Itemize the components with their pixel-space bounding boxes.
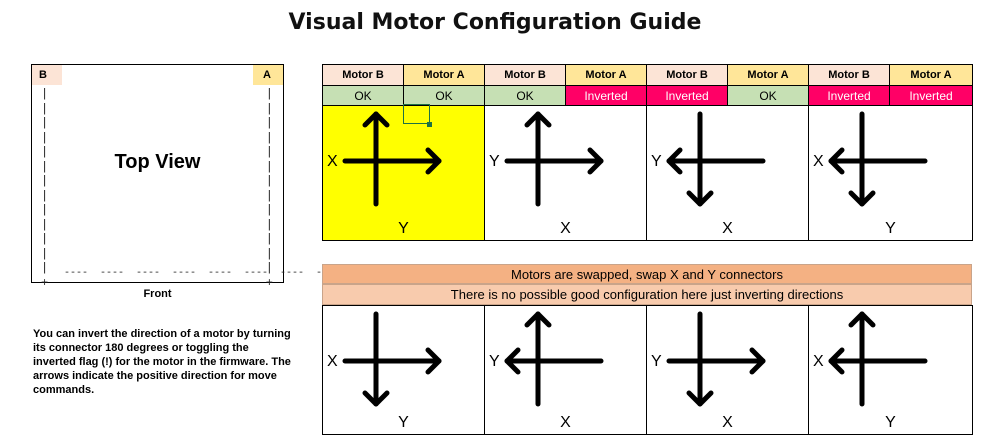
- direction-arrows-icon: [666, 311, 766, 407]
- top-config-grid: Motor B Motor A Motor B Motor A Motor B …: [322, 64, 973, 241]
- cell-selection: [403, 104, 430, 124]
- config-cell[interactable]: Y X: [484, 105, 647, 241]
- side-axis-label: X: [327, 153, 338, 170]
- arrow-up-icon: [524, 311, 552, 328]
- config-cell[interactable]: Y X: [646, 105, 809, 241]
- bottom-axis-label: X: [722, 414, 733, 431]
- page-title: Visual Motor Configuration Guide: [288, 10, 702, 35]
- side-axis-label: Y: [489, 353, 500, 370]
- left-edge-marks: | | | | | | | | | | | | | +: [41, 87, 49, 290]
- side-axis-label: X: [813, 153, 824, 170]
- swapped-banner: Motors are swapped, swap X and Y connect…: [322, 264, 972, 284]
- right-edge-marks: | | | | | | | | | | | | | +: [265, 87, 273, 290]
- motor-a-corner-label: A: [253, 65, 283, 85]
- arrow-left-icon: [666, 147, 683, 175]
- selection-fill-handle[interactable]: [427, 122, 432, 127]
- arrow-left-icon: [504, 347, 521, 375]
- config-cell[interactable]: X Y: [808, 105, 973, 241]
- arrow-right-icon: [425, 147, 442, 175]
- arrow-right-icon: [425, 347, 442, 375]
- arrow-down-icon: [686, 190, 714, 207]
- arrow-row: X Y Y X Y X X Y: [322, 305, 973, 435]
- motor-b-header: Motor B: [322, 64, 404, 86]
- bottom-config-grid: X Y Y X Y X X Y: [322, 305, 973, 435]
- motor-status-row: OK OK OK Inverted Inverted OK Inverted I…: [322, 85, 973, 106]
- motor-a-header: Motor A: [565, 64, 647, 86]
- status-badge: OK: [484, 85, 566, 106]
- status-badge: OK: [403, 85, 485, 106]
- config-cell[interactable]: Y X: [646, 305, 809, 435]
- direction-arrows-icon: [504, 311, 604, 407]
- config-cell[interactable]: X Y: [322, 105, 485, 241]
- top-view-label: Top View: [114, 151, 201, 173]
- arrow-down-icon: [848, 190, 876, 207]
- direction-arrows-icon: [342, 311, 442, 407]
- direction-arrows-icon: [828, 111, 928, 207]
- top-view-diagram: B A | | | | | | | | | | | | | + | | | | …: [31, 64, 376, 290]
- side-axis-label: Y: [489, 153, 500, 170]
- motor-b-header: Motor B: [646, 64, 728, 86]
- bottom-axis-label: X: [560, 220, 571, 237]
- side-axis-label: X: [813, 353, 824, 370]
- config-cell[interactable]: Y X: [484, 305, 647, 435]
- arrow-row: X Y Y X Y X X Y: [322, 105, 973, 241]
- status-badge: OK: [727, 85, 809, 106]
- direction-arrows-icon: [504, 111, 604, 207]
- motor-b-corner-label: B: [32, 65, 62, 85]
- bottom-axis-label: Y: [398, 220, 409, 237]
- bottom-axis-label: X: [560, 414, 571, 431]
- motor-b-header: Motor B: [808, 64, 890, 86]
- instructions-note: You can invert the direction of a motor …: [33, 328, 291, 396]
- status-badge: OK: [322, 85, 404, 106]
- side-axis-label: Y: [651, 353, 662, 370]
- motor-a-header: Motor A: [727, 64, 809, 86]
- motor-header-row: Motor B Motor A Motor B Motor A Motor B …: [322, 64, 973, 86]
- arrow-up-icon: [848, 311, 876, 328]
- bottom-axis-label: Y: [398, 414, 409, 431]
- direction-arrows-icon: [666, 111, 766, 207]
- motor-a-header: Motor A: [403, 64, 485, 86]
- arrow-right-icon: [749, 347, 766, 375]
- motor-a-header: Motor A: [889, 64, 973, 86]
- swapped-note: There is no possible good configuration …: [322, 284, 972, 305]
- arrow-up-icon: [524, 111, 552, 128]
- status-badge: Inverted: [646, 85, 728, 106]
- status-badge: Inverted: [808, 85, 890, 106]
- arrow-left-icon: [828, 147, 845, 175]
- arrow-left-icon: [828, 347, 845, 375]
- side-axis-label: Y: [651, 153, 662, 170]
- status-badge: Inverted: [565, 85, 647, 106]
- config-cell[interactable]: X Y: [808, 305, 973, 435]
- arrow-down-icon: [362, 390, 390, 407]
- side-axis-label: X: [327, 353, 338, 370]
- bottom-axis-label: Y: [885, 414, 896, 431]
- arrow-down-icon: [686, 390, 714, 407]
- config-cell[interactable]: X Y: [322, 305, 485, 435]
- status-badge: Inverted: [889, 85, 973, 106]
- bottom-axis-label: X: [722, 220, 733, 237]
- arrow-right-icon: [587, 147, 604, 175]
- front-label: Front: [143, 288, 172, 300]
- direction-arrows-icon: [828, 311, 928, 407]
- bottom-axis-label: Y: [885, 220, 896, 237]
- direction-arrows-icon: [342, 111, 442, 207]
- motor-b-header: Motor B: [484, 64, 566, 86]
- arrow-up-icon: [362, 111, 390, 128]
